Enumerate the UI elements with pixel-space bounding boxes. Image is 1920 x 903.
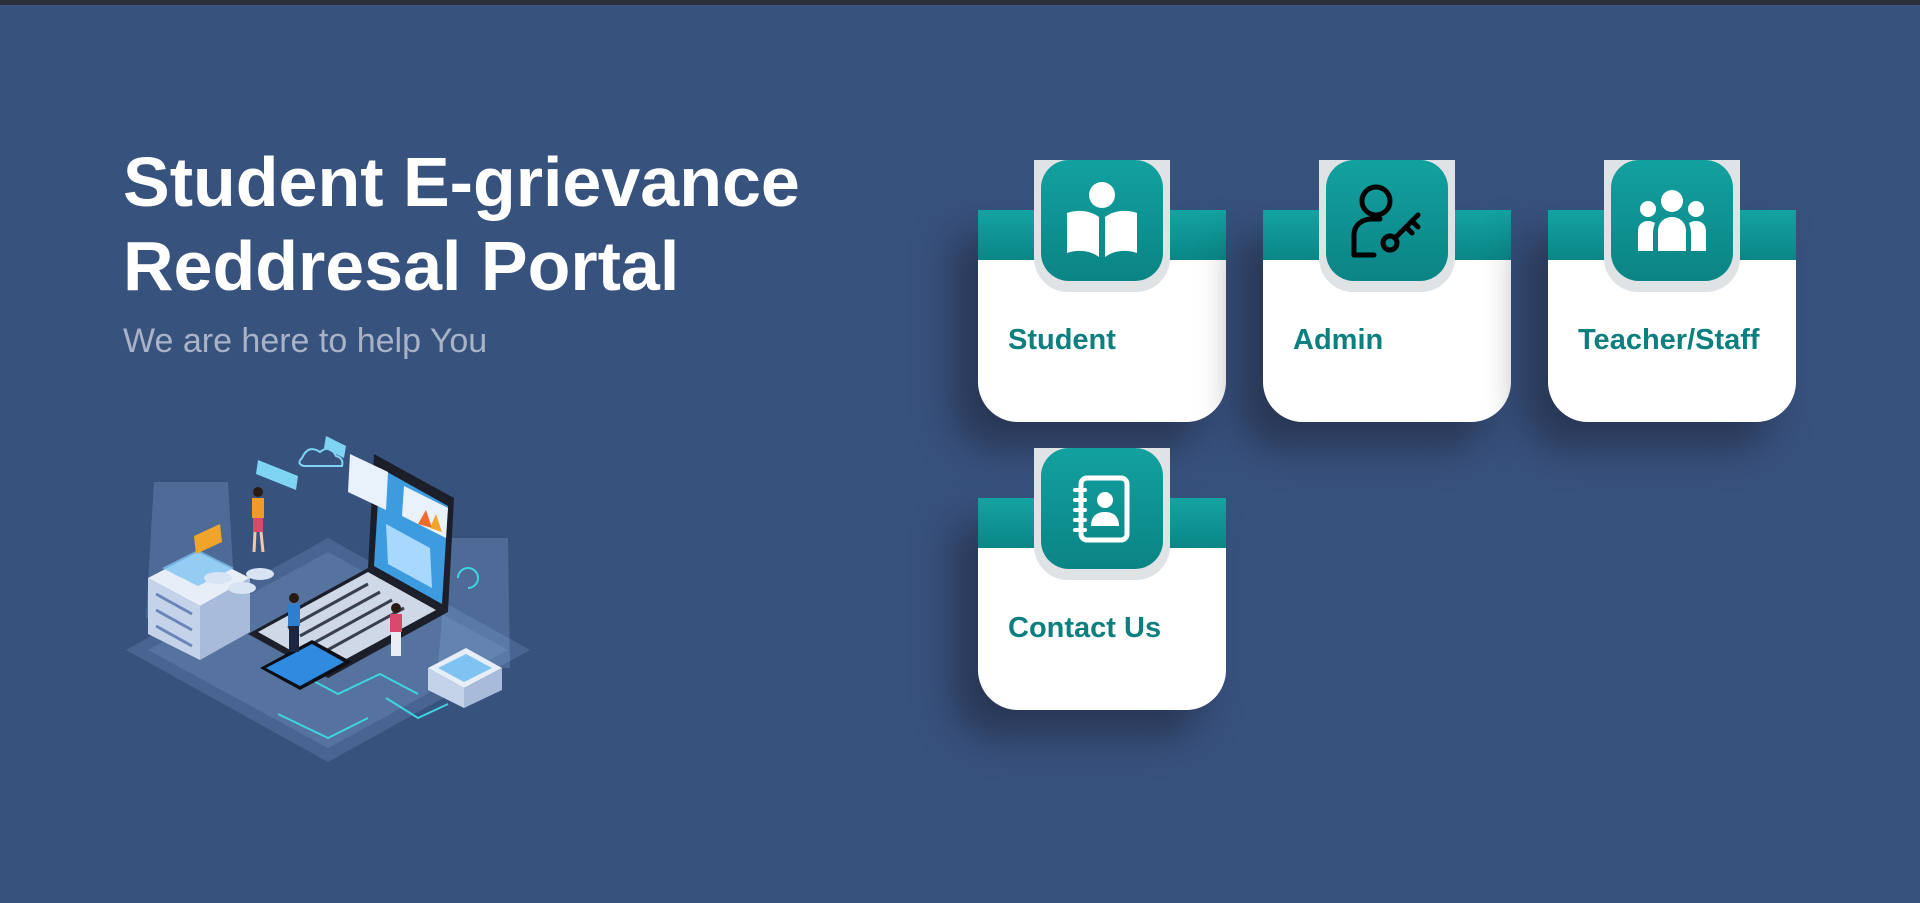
contact-book-icon [1041, 448, 1163, 569]
page-title-line-2: Reddresal Portal [123, 227, 680, 305]
admin-card-label: Admin [1293, 324, 1384, 356]
group-icon [1611, 160, 1733, 281]
teacher-staff-card-label: Teacher/Staff [1578, 324, 1760, 356]
student-card[interactable]: Student [978, 160, 1226, 422]
page-title: Student E-grievance Reddresal Portal [123, 140, 800, 308]
contact-us-card[interactable]: Contact Us [978, 448, 1226, 710]
open-book-icon [1041, 160, 1163, 281]
top-bar [0, 0, 1920, 5]
student-card-label: Student [1008, 324, 1116, 356]
page-title-line-1: Student E-grievance [123, 143, 800, 221]
admin-card[interactable]: Admin [1263, 160, 1511, 422]
user-key-icon [1326, 160, 1448, 281]
hero-illustration [126, 436, 530, 762]
teacher-staff-card[interactable]: Teacher/Staff [1548, 160, 1796, 422]
contact-us-card-label: Contact Us [1008, 612, 1162, 644]
page-subtitle: We are here to help You [123, 322, 488, 360]
